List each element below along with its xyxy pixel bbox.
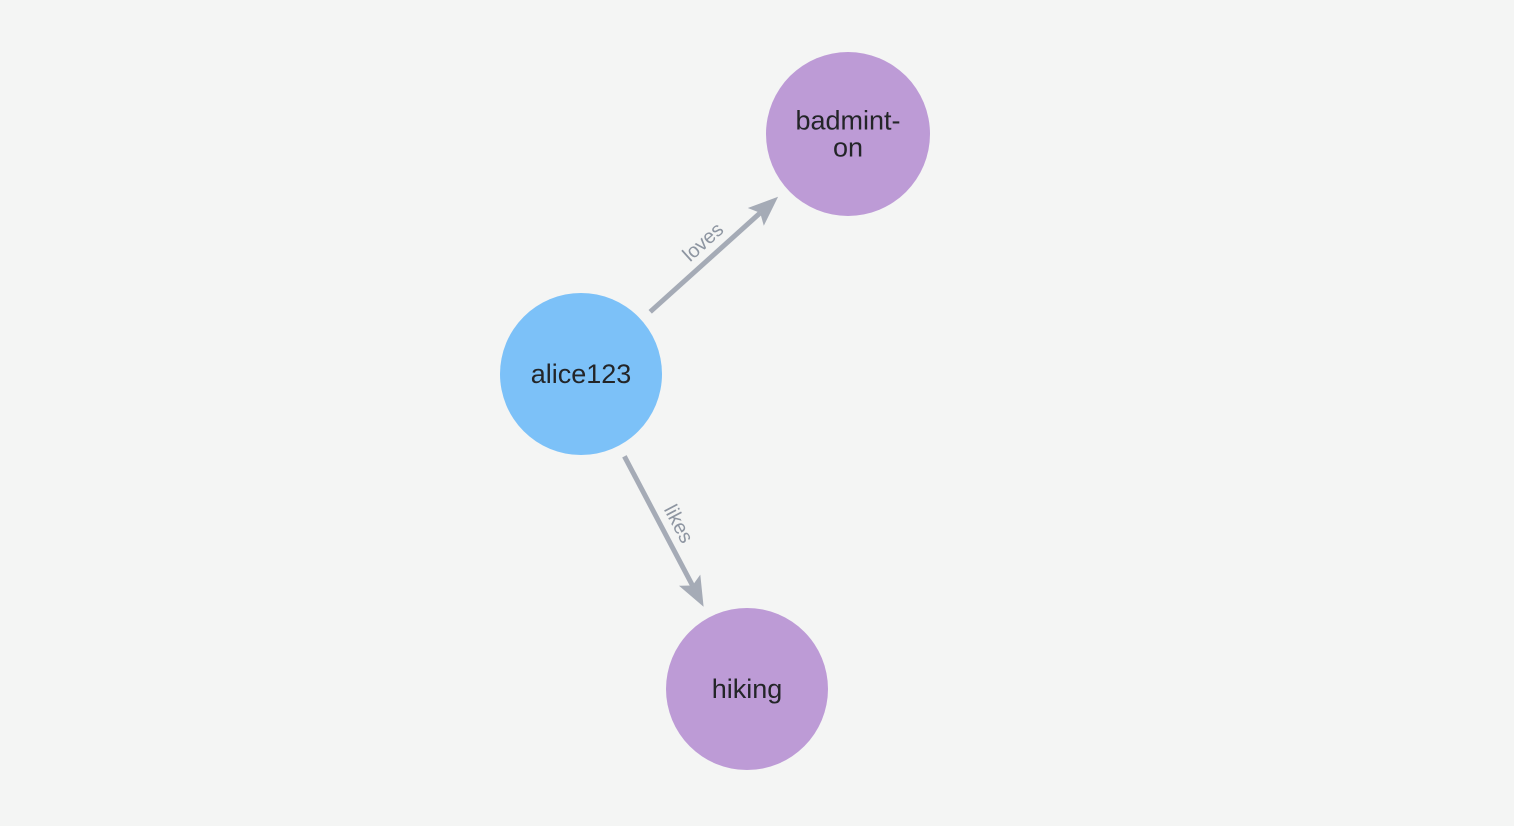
node-caption: alice123 (531, 359, 632, 389)
edge-caption: likes (659, 501, 697, 547)
node-circle (500, 293, 662, 455)
node-circle (666, 608, 828, 770)
graph-edge-likes[interactable]: likes (622, 455, 704, 607)
edge-line (648, 211, 762, 314)
graph-node-hiking[interactable]: hiking (666, 608, 828, 770)
edge-arrowhead-icon (747, 196, 779, 226)
node-circle (766, 52, 930, 216)
graph-node-badminton[interactable]: badmint-on (766, 52, 930, 216)
edge-line (622, 455, 695, 587)
graph-node-alice123[interactable]: alice123 (500, 293, 662, 455)
node-caption: badmint-on (795, 106, 900, 163)
graph-edge-loves[interactable]: loves (648, 196, 779, 314)
edge-caption: loves (679, 219, 728, 267)
edge-arrowhead-icon (679, 574, 704, 607)
node-caption: hiking (712, 674, 783, 704)
